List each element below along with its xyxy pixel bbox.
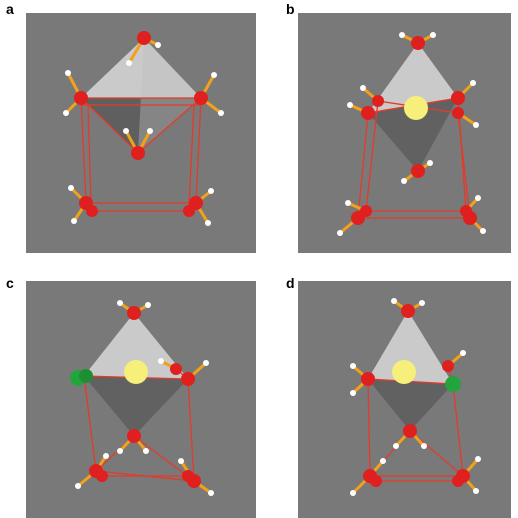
panel-b-structure — [337, 32, 486, 236]
polyhedron — [368, 311, 453, 431]
cation-sphere — [392, 360, 416, 384]
hydrogen-atoms — [337, 32, 486, 236]
cation-sphere — [124, 360, 148, 384]
hydrogen-atoms — [63, 42, 224, 226]
oxygen-atoms — [74, 31, 208, 217]
oxygen-atoms — [351, 36, 477, 225]
oxygen-atoms — [89, 306, 201, 488]
cation-sphere — [404, 96, 428, 120]
panel-c-water-cluster — [26, 281, 256, 518]
panel-c-structure — [70, 300, 214, 496]
panel-d-water-cluster — [298, 281, 511, 518]
panel-label-b: b — [286, 1, 295, 17]
panel-label-a: a — [6, 1, 14, 17]
panel-a-water-cluster — [26, 13, 256, 253]
polyhedron — [368, 43, 458, 171]
panel-label-c: c — [6, 275, 14, 291]
hydrogen-atoms — [350, 298, 481, 496]
anion-sphere — [445, 376, 461, 392]
anion-sphere-2 — [79, 369, 93, 383]
panel-d-structure — [350, 298, 481, 496]
panel-a-structure — [63, 31, 224, 226]
hydrogen-atoms — [75, 300, 214, 496]
polyhedron — [81, 38, 201, 153]
hbond-network — [357, 97, 471, 219]
hbond-network — [80, 97, 202, 212]
panel-b-water-cluster — [298, 13, 511, 253]
panel-label-d: d — [286, 275, 295, 291]
oxygen-atoms — [361, 304, 470, 487]
